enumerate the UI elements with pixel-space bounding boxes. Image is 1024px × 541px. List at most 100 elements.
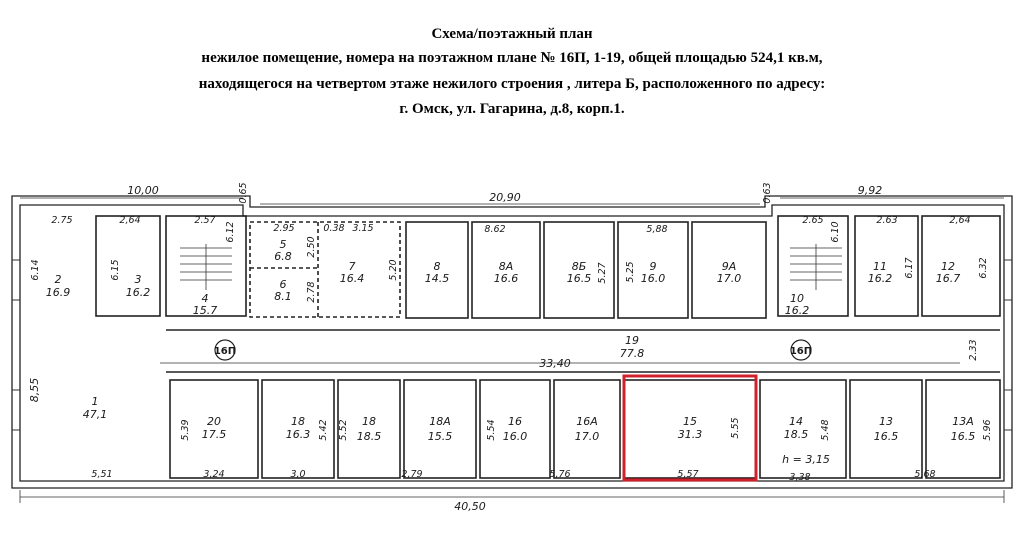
dim-548: 5.48	[820, 419, 831, 440]
room-16-num: 16	[508, 415, 522, 428]
room-18b-num: 18	[362, 415, 376, 428]
title-line-3: находящегося на четвертом этаже нежилого…	[198, 76, 826, 92]
room-2-num: 2	[55, 273, 62, 286]
dim-278: 2.78	[306, 281, 317, 302]
dim-338: 3,38	[789, 472, 810, 483]
room-15-num: 15	[683, 415, 697, 428]
dim-612a: 6.12	[225, 221, 236, 242]
room-13-area: 16.5	[874, 430, 899, 443]
dim-614: 6.14	[30, 259, 41, 280]
room-10-area: 16.2	[785, 304, 810, 317]
room-labels: 216.9 316.2 415.7 56.8 68.1 716.4 814.5 …	[46, 238, 976, 443]
room-8-area: 14.5	[425, 272, 450, 285]
dim-corridor: 33,40	[539, 357, 571, 370]
window-marks	[12, 259, 1012, 431]
dim-525: 5.25	[625, 261, 636, 282]
highlight-room-15	[622, 374, 758, 482]
dim-265: 2.65	[802, 215, 823, 226]
room-7-area: 16.4	[340, 272, 365, 285]
room-6-area: 8.1	[274, 290, 292, 303]
dim-250: 2.50	[306, 236, 317, 257]
dim-315: 3.15	[352, 223, 373, 234]
room-6-num: 6	[280, 278, 287, 291]
room-13a-area: 16.5	[951, 430, 976, 443]
dim-588: 5,88	[646, 224, 667, 235]
room-11-num: 11	[873, 260, 887, 273]
room-8a-num: 8А	[499, 260, 514, 273]
dim-065: 0.65	[238, 182, 249, 203]
dim-576: 5,76	[549, 469, 570, 480]
dim-555: 5.55	[730, 417, 741, 438]
premise-marker-left	[214, 339, 236, 361]
room-15-area: 31.3	[678, 428, 703, 441]
dim-520: 5.20	[388, 259, 399, 280]
room-1-num: 1	[92, 395, 99, 408]
room-20-num: 20	[207, 415, 221, 428]
room-18b-area: 18.5	[357, 430, 382, 443]
room-10-num: 10	[790, 292, 804, 305]
room-14-area: 18.5	[784, 428, 809, 441]
dim-264a: 2,64	[119, 215, 140, 226]
dim-bottom: 40,50	[454, 500, 486, 513]
dim-552: 5.52	[338, 419, 349, 440]
premise-marker-right	[790, 339, 812, 361]
dim-324: 3,24	[203, 469, 224, 480]
room-18-area: 16.3	[286, 428, 311, 441]
room-4-area: 15.7	[193, 304, 218, 317]
dim-233: 2.33	[968, 339, 979, 360]
room-20-area: 17.5	[202, 428, 227, 441]
dim-295: 2.95	[273, 223, 294, 234]
dim-257: 2.57	[194, 215, 215, 226]
dim-862: 8.62	[484, 224, 505, 235]
room-8-num: 8	[434, 260, 441, 273]
dim-left-side: 8,55	[28, 378, 41, 403]
dim-554: 5.54	[486, 419, 497, 440]
room-18a-num: 18А	[429, 415, 451, 428]
room-7-num: 7	[349, 260, 356, 273]
dim-632: 6.32	[978, 257, 989, 278]
premise-markers: 16П 16П	[214, 339, 812, 361]
dim-542: 5.42	[318, 419, 329, 440]
title-line-4: г. Омск, ул. Гагарина, д.8, корп.1.	[399, 101, 625, 117]
dim-596: 5.96	[982, 419, 993, 440]
room-5-area: 6.8	[274, 250, 292, 263]
inner-dimensions: 2.75 2,64 2.57 6.12 2.95 2.50 2.78 0.38 …	[30, 182, 993, 483]
dim-568: 5,68	[914, 469, 935, 480]
room-9a-num: 9А	[722, 260, 737, 273]
dim-038: 0.38	[323, 223, 344, 234]
room-9-area: 16.0	[641, 272, 666, 285]
room-9a-area: 17.0	[717, 272, 742, 285]
dim-557: 5,57	[677, 469, 698, 480]
dim-264b: 2,64	[949, 215, 970, 226]
dim-263: 2.63	[876, 215, 897, 226]
room-19-num: 19	[625, 334, 639, 347]
ceiling-height: h = 3,15	[782, 453, 830, 466]
room-19-area: 77.8	[620, 347, 645, 360]
room-18-num: 18	[291, 415, 305, 428]
dim-top-right: 9,92	[858, 184, 883, 197]
dim-top-mid: 20,90	[489, 191, 521, 204]
room-8a-area: 16.6	[494, 272, 519, 285]
room-16a-num: 16А	[576, 415, 598, 428]
title-line-1: Схема/поэтажный план	[431, 26, 593, 42]
dim-617: 6.17	[904, 257, 915, 278]
room-16-area: 16.0	[503, 430, 528, 443]
dim-539: 5.39	[180, 419, 191, 440]
room-1-area: 47,1	[83, 408, 108, 421]
premise-label-right: 16П	[790, 346, 812, 357]
room-3-num: 3	[135, 273, 142, 286]
room-12-num: 12	[941, 260, 955, 273]
stairs	[180, 244, 842, 290]
dim-615: 6.15	[110, 259, 121, 280]
dim-527: 5.27	[597, 262, 608, 283]
room-13-num: 13	[879, 415, 893, 428]
room-4-num: 4	[202, 292, 209, 305]
room-5-num: 5	[280, 238, 287, 251]
room-18a-area: 15.5	[428, 430, 453, 443]
dim-275: 2.75	[51, 215, 72, 226]
dim-279: 2,79	[401, 469, 422, 480]
outer-walls	[11, 195, 1013, 489]
premise-label-left: 16П	[214, 346, 236, 357]
dim-063: 0.63	[762, 182, 773, 203]
room-13a-num: 13А	[952, 415, 974, 428]
